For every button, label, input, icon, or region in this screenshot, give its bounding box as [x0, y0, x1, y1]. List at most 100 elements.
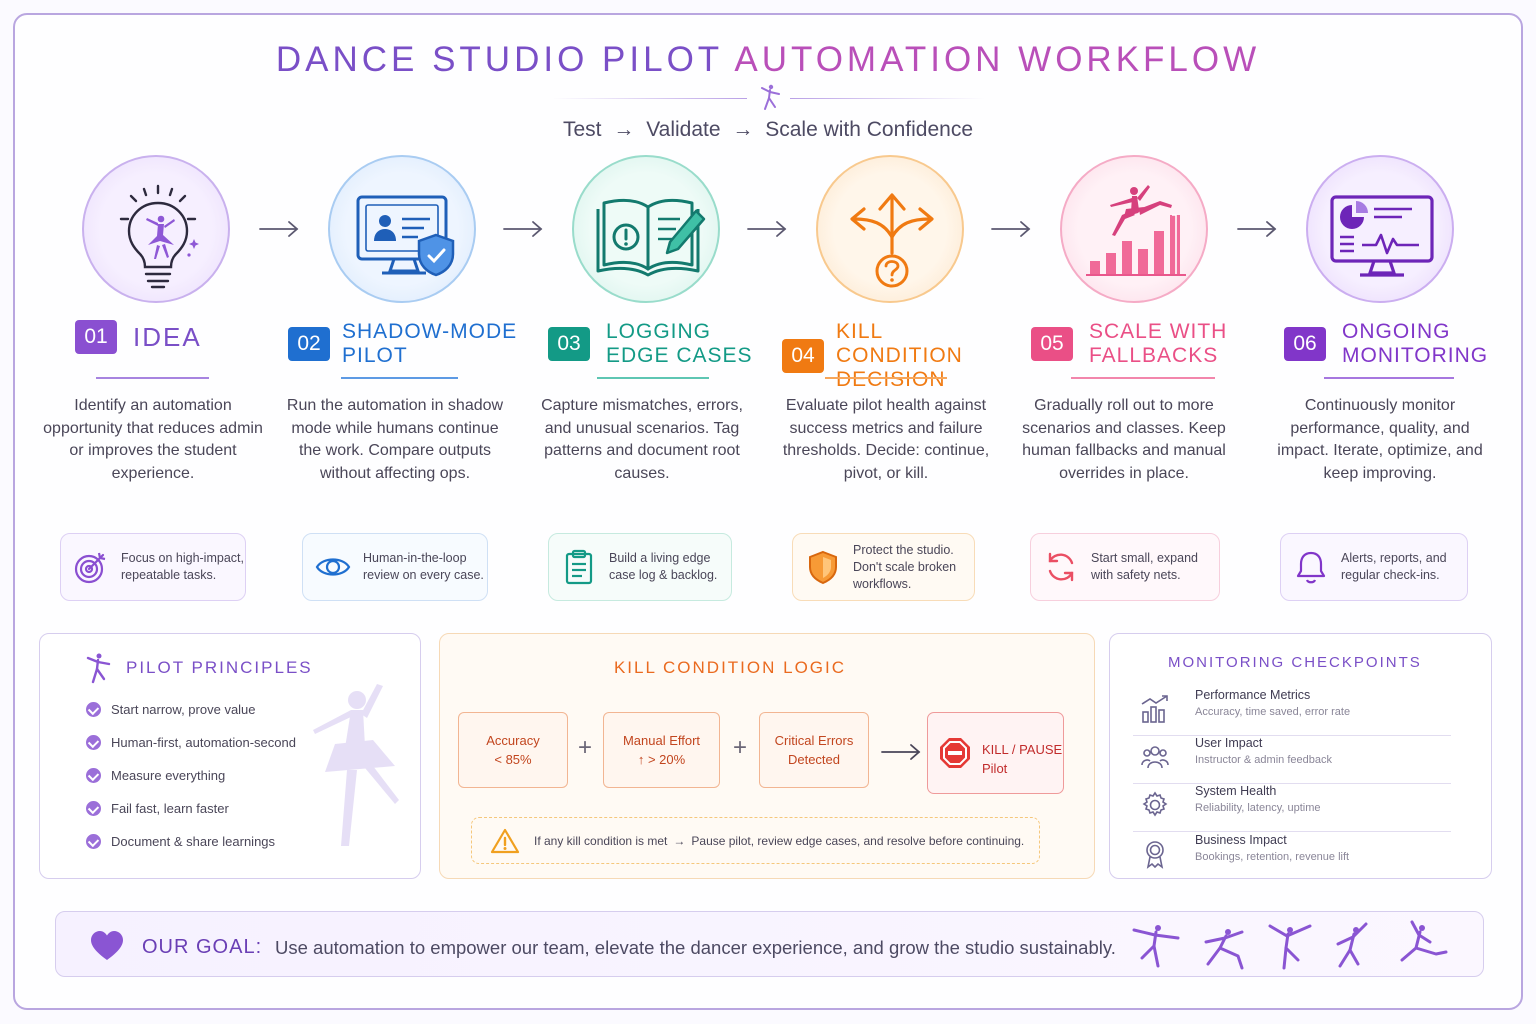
eye-icon: [315, 558, 351, 576]
step-title-line2: DECISION: [836, 368, 946, 391]
checkpoint-subtitle: Instructor & admin feedback: [1195, 754, 1332, 766]
principle-text: Human-first, automation-second: [111, 735, 296, 750]
step-underline: [341, 377, 458, 379]
gear-icon: [1142, 791, 1168, 817]
check-icon: [86, 801, 101, 816]
result-label: KILL / PAUSE Pilot: [982, 740, 1062, 778]
bar-chart-icon: [1141, 695, 1168, 723]
condition-line: ↑ > 20%: [637, 752, 686, 767]
result-line: Pilot: [982, 761, 1008, 776]
page-title: DANCE STUDIO PILOT AUTOMATION WORKFLOW: [0, 40, 1536, 80]
step-title-line2: PILOT: [342, 344, 408, 367]
step-number: 03: [548, 327, 590, 361]
check-icon: [86, 702, 101, 717]
heart-icon: [91, 931, 123, 960]
kill-condition-note: If any kill condition is met → Pause pil…: [471, 817, 1040, 864]
principle-text: Document & share learnings: [111, 834, 276, 849]
step-description: Evaluate pilot health against success me…: [782, 397, 990, 483]
clipboard-icon: [565, 549, 593, 585]
logbook-icon: [572, 155, 720, 303]
tip-line: Human-in-the-loop: [363, 551, 467, 565]
tip-line: Protect the studio.: [853, 542, 954, 557]
panel-title: MONITORING CHECKPOINTS: [1168, 654, 1422, 671]
dashboard-icon: [1306, 155, 1454, 303]
step-number: 06: [1284, 327, 1326, 361]
tip-line: with safety nets.: [1091, 568, 1181, 582]
step-title-line1: SHADOW-MODE: [342, 320, 518, 343]
tip-line: Alerts, reports, and: [1341, 551, 1447, 565]
dancers-icon: [1132, 920, 1448, 970]
bell-icon: [1296, 551, 1326, 584]
plus-icon: +: [578, 734, 593, 761]
arrow-right-icon: [881, 744, 921, 760]
principle-text: Fail fast, learn faster: [111, 801, 229, 816]
users-icon: [1141, 746, 1169, 769]
checkpoint-title: User Impact: [1195, 736, 1263, 750]
tip-text: Focus on high-impact,repeatable tasks.: [121, 550, 244, 584]
goal-text: Use automation to empower our team, elev…: [275, 937, 1116, 958]
stop-sign-icon: [940, 738, 970, 768]
dancer-silhouette-icon: [313, 684, 399, 846]
decision-arrows-icon: [816, 155, 964, 303]
checkpoint-subtitle: Accuracy, time saved, error rate: [1195, 706, 1351, 718]
subtitle-validate: Validate: [646, 118, 721, 141]
step-underline: [825, 377, 947, 379]
goal-label: OUR GOAL:: [142, 936, 263, 958]
step-underline: [597, 377, 709, 379]
step-description: Capture mismatches, errors, and unusual …: [541, 397, 743, 483]
condition-manual-effort: Manual Effort ↑ > 20%: [603, 712, 720, 788]
arrow-right-icon: [991, 221, 1031, 237]
condition-accuracy: Accuracy< 85%: [458, 712, 568, 788]
arrow-right-icon: →: [732, 118, 754, 141]
check-icon: [86, 768, 101, 783]
row-divider: [1133, 735, 1451, 736]
checkpoint-subtitle: Reliability, latency, uptime: [1195, 802, 1321, 814]
result-line: KILL / PAUSE: [982, 742, 1063, 757]
principle-item: Human-first, automation-second: [86, 735, 296, 750]
step-underline: [1071, 377, 1215, 379]
step-number: 05: [1031, 327, 1073, 361]
step-number: 04: [782, 339, 824, 373]
principle-item: Start narrow, prove value: [86, 702, 256, 717]
dancer-icon: [761, 84, 780, 110]
condition-line: Manual Effort: [622, 733, 701, 748]
kill-condition-logic-panel: KILL CONDITION LOGIC Accuracy< 85% + Man…: [439, 633, 1095, 879]
tip-line: Don't scale broken: [853, 559, 957, 574]
row-divider: [1133, 831, 1451, 832]
step-title-line1: LOGGING: [606, 320, 712, 343]
checkpoint-row: System Health Reliability, latency, upti…: [1128, 784, 1451, 832]
award-icon: [1146, 841, 1164, 869]
step-tip: Protect the studio. Don't scale broken wor…: [792, 533, 975, 601]
note-action: Pause pilot, review edge cases, and reso…: [691, 833, 1025, 848]
step-description: Run the automation in shadow mode while …: [286, 397, 504, 483]
condition-line: Critical Errors: [774, 733, 854, 748]
checkpoint-title: Performance Metrics: [1195, 688, 1311, 702]
step-head: 01 IDEA: [75, 320, 202, 354]
tip-line: workflows.: [853, 576, 912, 591]
check-icon: [86, 834, 101, 849]
principle-item: Fail fast, learn faster: [86, 801, 229, 816]
subtitle: Test → Validate → Scale with Confidence: [0, 118, 1536, 142]
step-title: IDEA: [133, 322, 202, 352]
step-title-line1: IDEA: [133, 322, 202, 352]
subtitle-test: Test: [562, 118, 602, 141]
arrow-right-icon: [747, 221, 787, 237]
dancer-icon: [86, 653, 111, 684]
growth-chart-icon: [1060, 155, 1208, 303]
step-title-line1: KILL CONDITION: [836, 320, 963, 367]
step-title-line2: FALLBACKS: [1089, 344, 1219, 367]
condition-line: Detected: [787, 752, 841, 767]
